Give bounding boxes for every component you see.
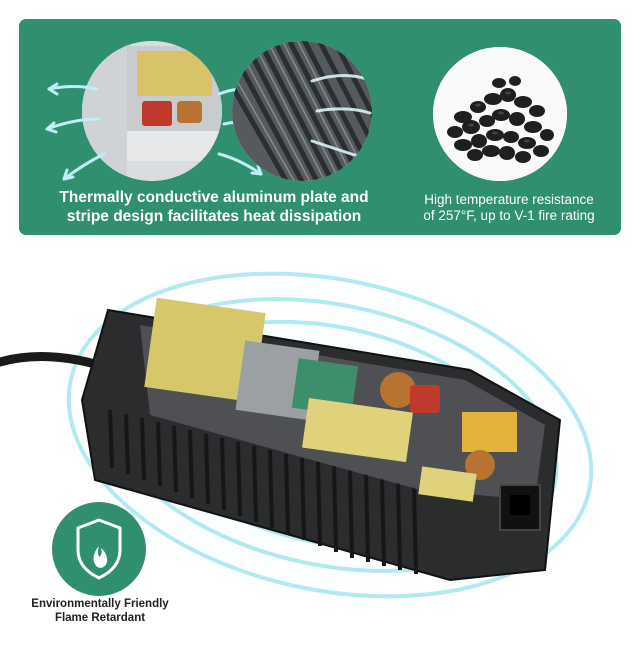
temperature-resistance-caption-line1: High temperature resistance — [424, 192, 594, 207]
heat-dissipation-caption-line2: stripe design facilitates heat dissipati… — [66, 207, 362, 225]
power-adapter-product-image — [0, 250, 640, 640]
flame-retardant-label: Environmentally Friendly Flame Retardant — [0, 597, 200, 626]
airflow-arrows-icon — [45, 82, 266, 181]
temperature-resistance-caption: High temperature resistance of 257°F, up… — [399, 192, 619, 224]
plastic-pellets-icon — [433, 47, 567, 181]
heatsink-stripes-photo — [232, 41, 372, 181]
flame-retardant-label-line1: Environmentally Friendly — [31, 598, 169, 610]
power-adapter-illustration — [0, 260, 630, 620]
flame-retardant-label-line2: Flame Retardant — [54, 612, 146, 625]
heat-dissipation-caption: Thermally conductive aluminum plate and … — [29, 189, 399, 226]
heat-dissipation-caption-line1: Thermally conductive aluminum plate and — [59, 189, 369, 206]
shield-flame-icon — [76, 518, 122, 580]
heatsink-stripes-illustration — [232, 41, 372, 181]
temperature-resistance-caption-line2: of 257°F, up to V-1 fire rating — [423, 208, 595, 224]
flame-retardant-badge — [52, 502, 146, 596]
feature-panel: Thermally conductive aluminum plate and … — [19, 19, 621, 235]
plastic-pellets-photo — [433, 47, 567, 181]
